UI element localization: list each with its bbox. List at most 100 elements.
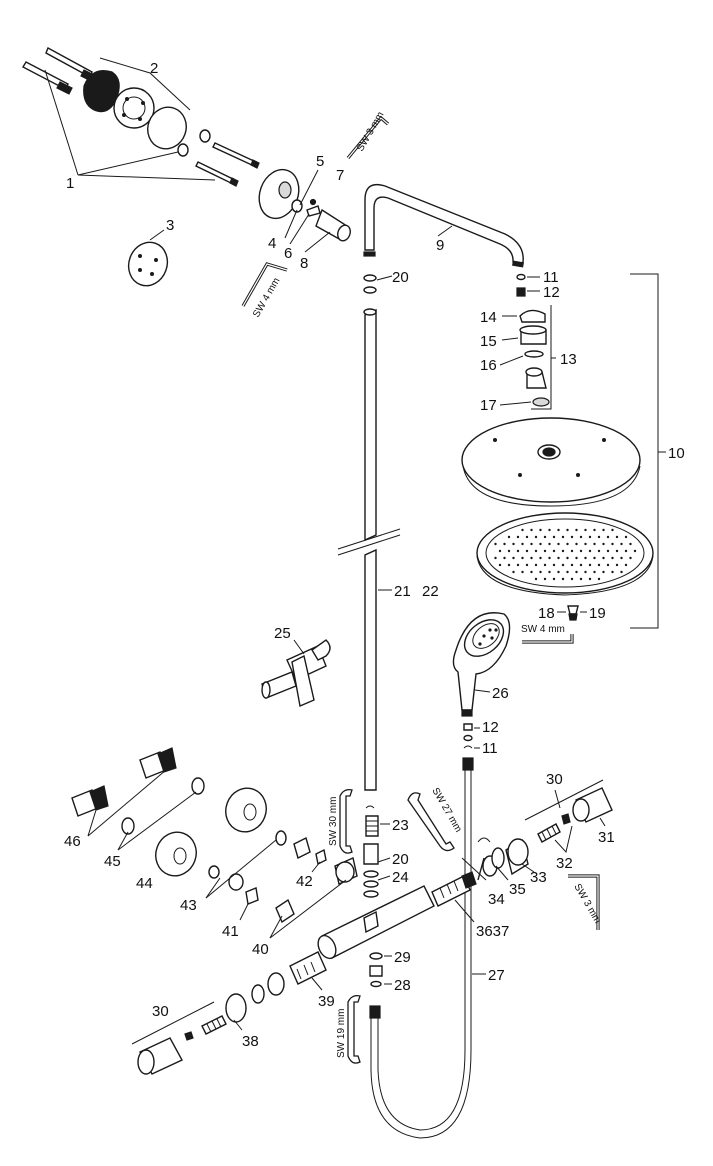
mounting-plate: [83, 70, 211, 157]
slider-25: 25: [261, 625, 331, 707]
nozzle-dot: [579, 563, 583, 567]
nozzle-dot: [548, 556, 551, 560]
wall-connection-parts: 40 42: [252, 830, 358, 958]
nozzle-dot: [534, 549, 538, 553]
nozzle-dot: [602, 528, 605, 532]
nozzle-dot: [516, 535, 520, 539]
nozzle-dot: [575, 556, 578, 560]
hand-shower-26: 26: [452, 612, 511, 717]
callout-46: 46: [64, 833, 81, 850]
nozzle-dot: [584, 528, 587, 532]
hex-key-4mm-right: SW 4 mm: [521, 624, 574, 644]
callout-21: 21: [394, 583, 411, 600]
callout-6: 6: [284, 245, 292, 262]
callout-18: 18: [538, 605, 555, 622]
nozzle-dot: [624, 535, 628, 539]
nozzle-dot: [530, 570, 533, 574]
nozzle-dot: [588, 549, 592, 553]
nozzle-dot: [543, 535, 547, 539]
nozzle-dot: [534, 535, 538, 539]
nozzle-dot: [525, 535, 529, 539]
right-handle-30-32: 30 31 32: [524, 771, 615, 872]
nozzle-dot: [557, 570, 560, 574]
cartridges-36-37: 3637: [431, 871, 509, 940]
tool-label-sw30: SW 30 mm: [328, 797, 339, 846]
right-valve-parts: 34 35 33: [461, 837, 547, 908]
nozzle-dot: [516, 563, 520, 567]
nozzle-dot: [557, 542, 560, 546]
callout-8: 8: [300, 255, 308, 272]
nozzle-dot: [606, 535, 610, 539]
nozzle-dot: [602, 556, 605, 560]
nozzle-dot: [620, 570, 623, 574]
nozzle-dot: [552, 577, 556, 581]
nozzle-dot: [507, 549, 511, 553]
callout-22: 22: [422, 583, 439, 600]
nozzle-dot: [570, 563, 574, 567]
nozzle-dot: [579, 535, 583, 539]
callout-14: 14: [480, 309, 497, 326]
nozzle-dot: [588, 535, 592, 539]
hose-27: 27: [369, 757, 505, 1139]
nozzle-dot: [498, 563, 502, 567]
nozzle-dot: [615, 535, 619, 539]
nozzle-dot: [624, 549, 628, 553]
nozzle-dot: [552, 563, 556, 567]
nozzle-dot: [597, 549, 601, 553]
hose-connector-parts: 12 11: [463, 719, 499, 757]
spray-nozzles: [494, 528, 637, 581]
nozzle-dot: [561, 535, 565, 539]
nozzle-dot: [570, 535, 574, 539]
callout-25: 25: [274, 625, 291, 642]
callout-9: 9: [436, 237, 444, 254]
nozzle-dot: [512, 570, 515, 574]
screw-18-19: 18 19: [538, 605, 606, 622]
tool-label-sw4-right: SW 4 mm: [521, 624, 565, 635]
wrench-30mm: SW 30 mm: [328, 788, 353, 854]
nozzle-dot: [593, 528, 596, 532]
nozzle-dot: [597, 563, 601, 567]
nozzle-dot: [543, 563, 547, 567]
callout-40: 40: [252, 941, 269, 958]
wrench-19mm: SW 19 mm: [336, 994, 361, 1064]
nozzle-dot: [579, 577, 583, 581]
nozzle-dot: [525, 563, 529, 567]
nozzle-dot: [494, 542, 497, 546]
wall-screws: [22, 47, 97, 95]
nozzle-dot: [584, 556, 587, 560]
nozzle-dot: [512, 556, 515, 560]
nozzle-dot: [593, 556, 596, 560]
nozzle-dot: [624, 563, 628, 567]
shower-arm-9: 9: [363, 183, 524, 268]
nozzle-dot: [543, 549, 547, 553]
nozzle-dot: [543, 577, 547, 581]
wrench-27mm: SW 27 mm: [407, 786, 464, 852]
overhead-shower-body: [461, 417, 641, 507]
callout-20-top: 20: [392, 269, 409, 286]
callout-42: 42: [296, 873, 313, 890]
tool-label-sw19: SW 19 mm: [336, 1009, 347, 1058]
nozzle-dot: [629, 542, 632, 546]
nozzle-dot: [579, 549, 583, 553]
nozzle-dot: [584, 542, 587, 546]
hex-key-3mm-right: SW 3 mm: [568, 874, 603, 930]
nozzle-dot: [602, 542, 605, 546]
callout-34: 34: [488, 891, 505, 908]
escutcheons-43-44: 44 43 41: [136, 787, 277, 940]
callout-23: 23: [392, 817, 409, 834]
nozzle-dot: [593, 542, 596, 546]
nozzle-dot: [561, 577, 565, 581]
thermostat-body: [317, 885, 435, 960]
nozzle-dot: [575, 542, 578, 546]
nozzle-dot: [615, 563, 619, 567]
callout-1: 1: [66, 175, 74, 192]
shower-bracket-10: 10: [630, 273, 685, 629]
nozzle-dot: [593, 570, 596, 574]
callout-36-37: 3637: [476, 923, 509, 940]
callout-19: 19: [589, 605, 606, 622]
nozzle-dot: [566, 528, 569, 532]
nozzle-dot: [539, 570, 542, 574]
nozzle-dot: [611, 528, 614, 532]
nozzle-dot: [584, 570, 587, 574]
long-screws: [195, 142, 260, 187]
